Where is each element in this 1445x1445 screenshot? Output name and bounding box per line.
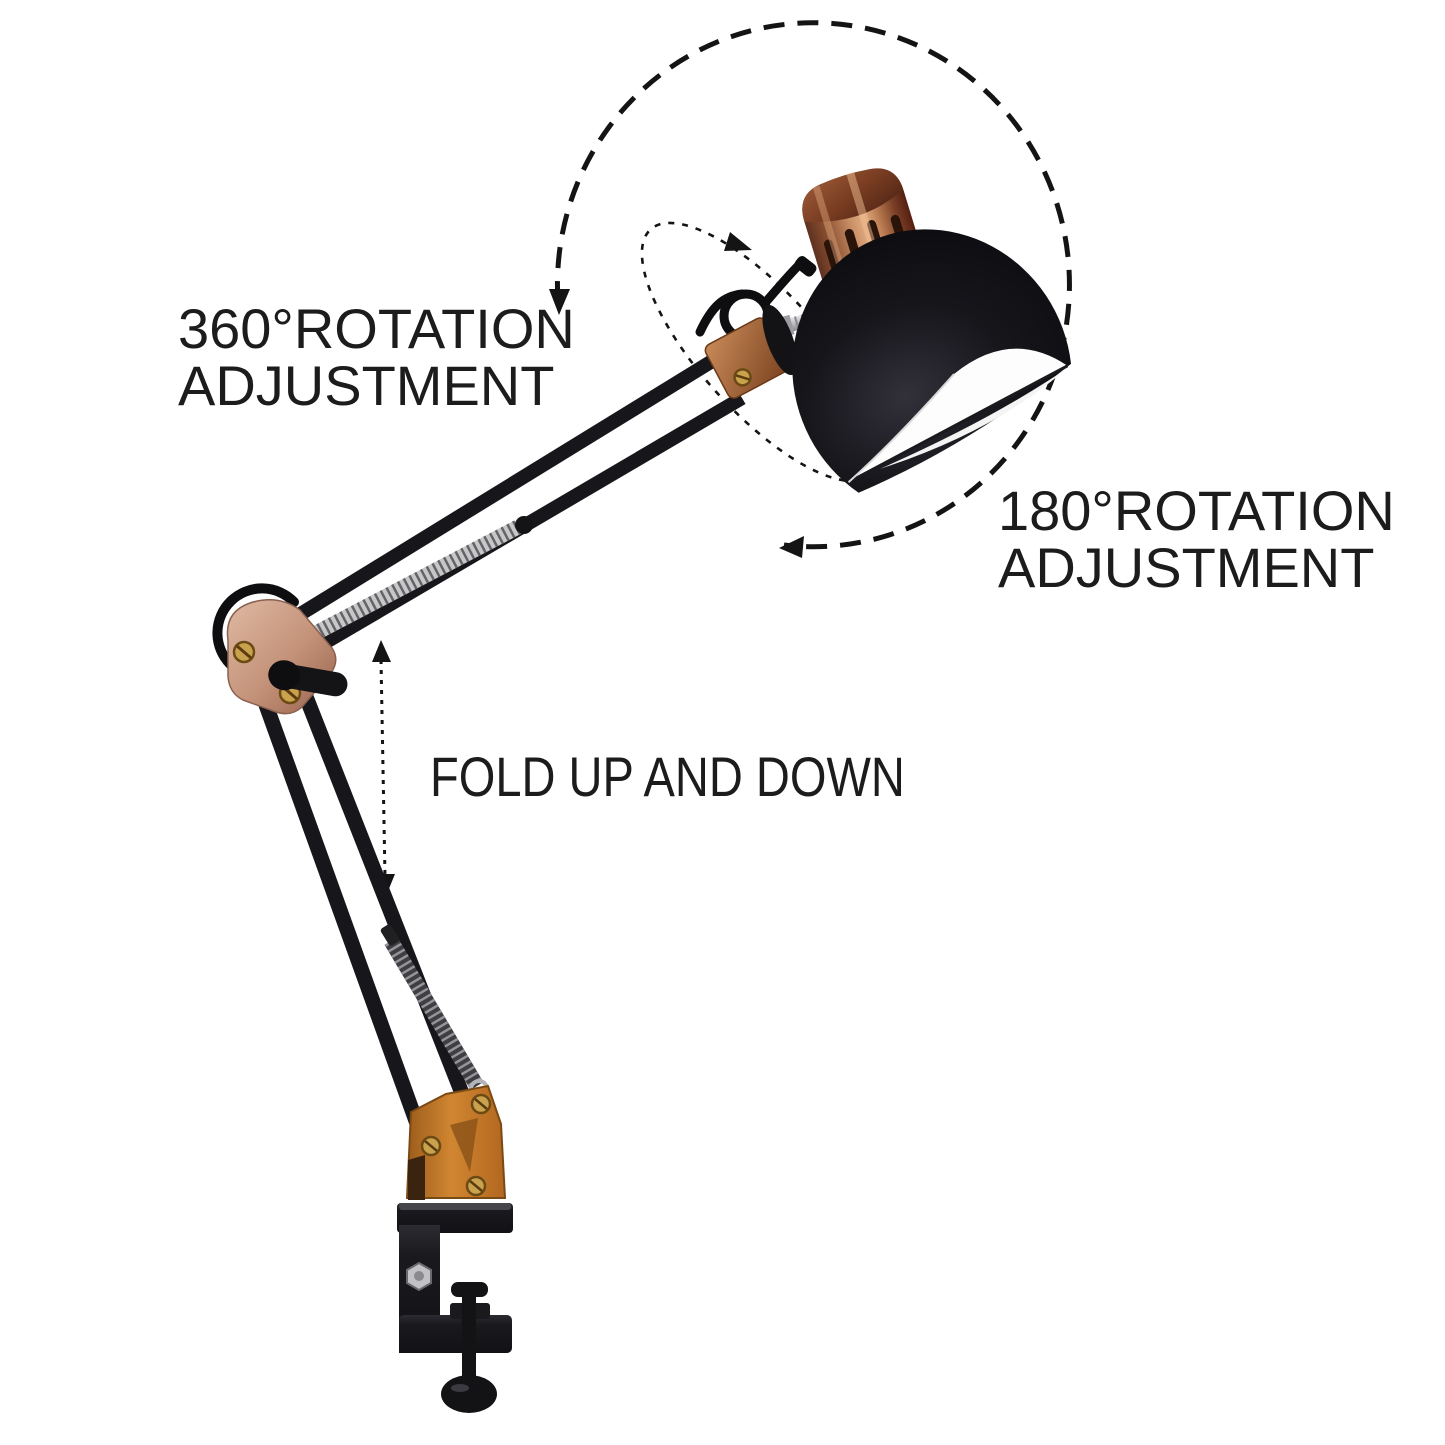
fold-label: FOLD UP AND DOWN [430, 748, 905, 805]
cord-connector [794, 256, 817, 277]
upper-arm [288, 330, 757, 669]
clamp-screw [441, 1282, 497, 1413]
elbow-cord-loop [212, 583, 299, 669]
head-spin-arrowhead-icon [724, 232, 752, 251]
rotation-360-line1: 360°ROTATION [178, 297, 575, 360]
elbow-lever [268, 660, 348, 697]
rotation-180-line1: 180°ROTATION [998, 479, 1395, 542]
clamp-bracket [405, 1084, 507, 1200]
lamp-head [695, 168, 1072, 493]
desk-clamp [397, 1203, 513, 1413]
rotation-180-label: 180°ROTATION ADJUSTMENT [998, 482, 1395, 596]
elbow-joint [212, 583, 348, 715]
fold-label-text: FOLD UP AND DOWN [430, 745, 905, 808]
rotation-180-line2: ADJUSTMENT [998, 536, 1375, 599]
rotation-360-line2: ADJUSTMENT [178, 354, 555, 417]
head-knob [762, 304, 798, 376]
lower-arm [253, 676, 489, 1160]
lamp-shade [792, 229, 1072, 493]
rotation-360-ellipse [549, 20, 1072, 558]
upper-spring [310, 516, 533, 641]
rotation-360-arrowhead-icon [549, 289, 570, 315]
clamp-side-bolt [406, 1261, 432, 1292]
rotation-180-arrowhead-icon [779, 536, 804, 558]
rotation-360-label: 360°ROTATION ADJUSTMENT [178, 300, 575, 414]
fold-arrow-up-icon [372, 640, 391, 662]
bracket-screws [420, 1093, 492, 1197]
